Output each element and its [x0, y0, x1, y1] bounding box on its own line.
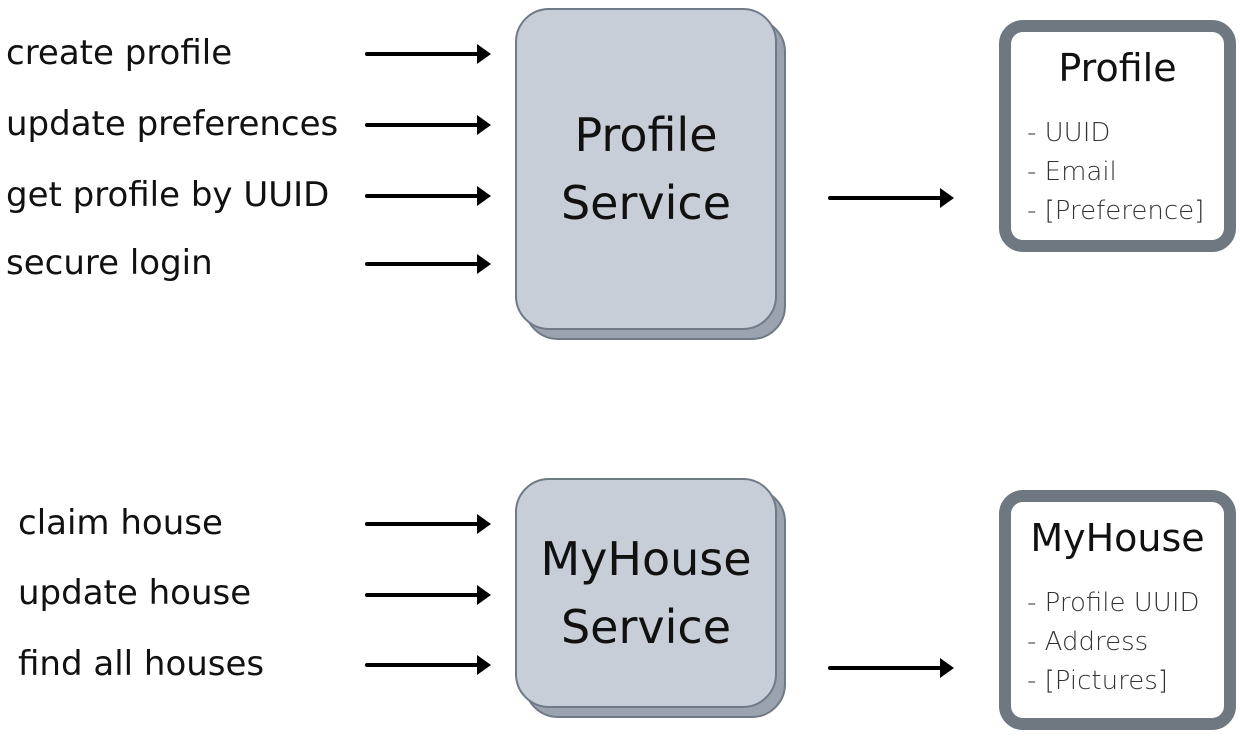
- myhouse-entity-box: MyHouse - Profile UUID - Address - [Pict…: [999, 490, 1236, 730]
- profile-field-email: - Email: [1027, 157, 1117, 187]
- myhouse-field-profile-uuid: - Profile UUID: [1027, 588, 1200, 618]
- myhouse-field-pictures: - [Pictures]: [1027, 666, 1168, 696]
- profile-entity-box: Profile - UUID - Email - [Preference]: [999, 20, 1236, 252]
- arrow-myhouse-service-to-entity: [828, 658, 954, 678]
- arrow-get-profile-by-uuid: [365, 186, 491, 206]
- profile-service-box: Profile Service: [515, 8, 777, 330]
- myhouse-section: claim house update house find all houses…: [0, 470, 1240, 736]
- profile-entity-title: Profile: [1058, 46, 1177, 90]
- arrow-update-house: [365, 585, 491, 605]
- arrow-claim-house: [365, 514, 491, 534]
- operation-secure-login: secure login: [6, 243, 213, 283]
- operation-update-house: update house: [18, 573, 252, 613]
- operation-find-all-houses: find all houses: [18, 644, 265, 684]
- profile-service-name-line1: Profile: [574, 108, 718, 162]
- myhouse-service-box: MyHouse Service: [515, 478, 777, 708]
- arrow-update-preferences: [365, 115, 491, 135]
- profile-field-uuid: - UUID: [1027, 118, 1111, 148]
- myhouse-entity-fields: - Profile UUID - Address - [Pictures]: [1027, 584, 1218, 701]
- myhouse-service-name-line2: Service: [560, 600, 731, 654]
- myhouse-entity-title: MyHouse: [1030, 516, 1205, 560]
- operation-update-preferences: update preferences: [6, 104, 339, 144]
- profile-service-name-line2: Service: [560, 176, 731, 230]
- profile-field-preference: - [Preference]: [1027, 196, 1205, 226]
- profile-section: create profile update preferences get pr…: [0, 0, 1240, 360]
- arrow-find-all-houses: [365, 655, 491, 675]
- arrow-create-profile: [365, 44, 491, 64]
- arrow-profile-service-to-entity: [828, 188, 954, 208]
- myhouse-service-name-line1: MyHouse: [540, 532, 752, 586]
- myhouse-field-address: - Address: [1027, 627, 1149, 657]
- operation-claim-house: claim house: [18, 503, 223, 543]
- operation-get-profile-by-uuid: get profile by UUID: [6, 175, 330, 215]
- profile-entity-fields: - UUID - Email - [Preference]: [1027, 114, 1218, 231]
- arrow-secure-login: [365, 254, 491, 274]
- operation-create-profile: create profile: [6, 33, 233, 73]
